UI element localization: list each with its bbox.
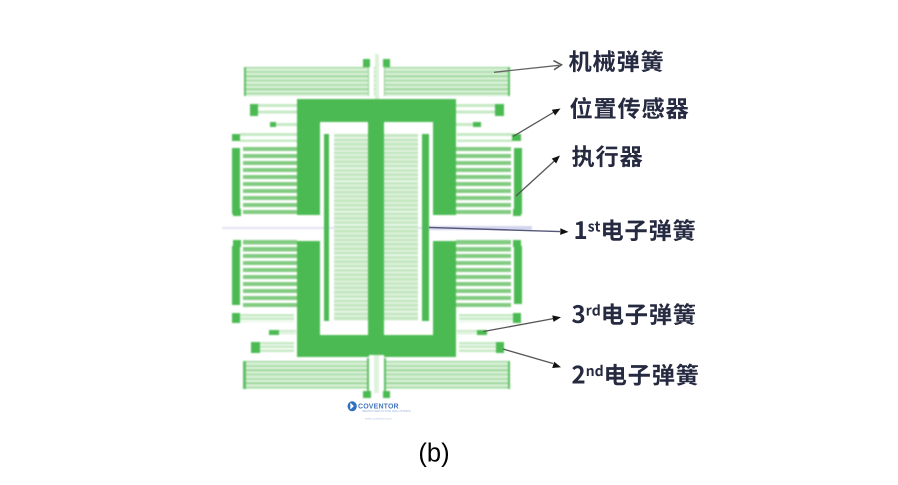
- svg-text:SEMICONDUCTOR SOLUTIONS: SEMICONDUCTOR SOLUTIONS: [362, 409, 411, 413]
- svg-text:www.coventor.com: www.coventor.com: [365, 417, 392, 421]
- svg-text:COVENTOR: COVENTOR: [358, 404, 399, 411]
- svg-text:(b): (b): [418, 440, 449, 468]
